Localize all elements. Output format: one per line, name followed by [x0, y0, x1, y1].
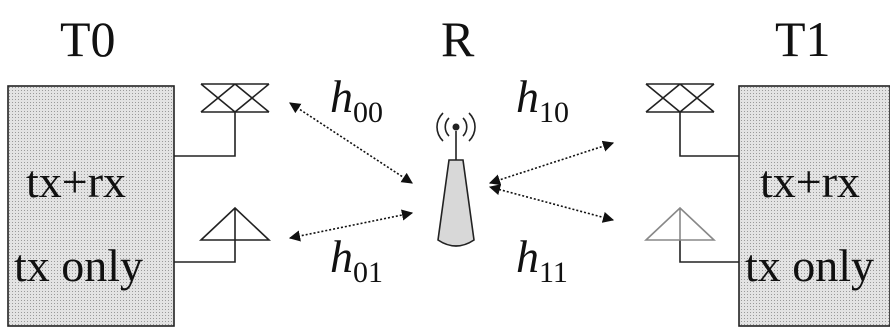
label-h00: h00: [330, 71, 383, 129]
relay-antenna-icon: [436, 112, 476, 247]
t1-txrx-wire: [679, 112, 739, 157]
link-h11-arrow: [488, 184, 615, 223]
t1-title: T1: [775, 11, 831, 67]
t1-txonly-antenna-icon: [643, 206, 717, 241]
t0-box: [7, 85, 175, 327]
t1-antennas: [643, 83, 739, 263]
t1-port-txonly: tx only: [745, 240, 874, 291]
t0-port-txrx: tx+rx: [26, 156, 126, 207]
link-h01-arrow: [288, 209, 414, 242]
terminal-t0: T0 tx+rx tx only: [7, 11, 175, 327]
t1-txrx-antenna-icon: [645, 83, 715, 113]
t1-box: [738, 85, 890, 327]
t0-txonly-wire: [174, 240, 236, 263]
channel-labels: h00 h01 h10 h11: [330, 71, 569, 289]
label-h10: h10: [516, 71, 569, 129]
t1-txonly-wire: [679, 240, 739, 263]
label-h01: h01: [330, 231, 383, 289]
label-h11: h11: [516, 231, 568, 289]
t0-port-txonly: tx only: [14, 240, 143, 291]
channel-links: [288, 102, 615, 242]
t0-txrx-antenna-icon: [200, 83, 270, 113]
terminal-t1: T1 tx+rx tx only: [738, 11, 890, 327]
relay-r: R: [436, 11, 476, 247]
t1-port-txrx: tx+rx: [760, 156, 860, 207]
t0-txonly-antenna-icon: [198, 206, 272, 241]
link-h00-arrow: [289, 102, 413, 184]
link-h10-arrow: [488, 140, 615, 186]
t0-txrx-wire: [174, 112, 236, 157]
relay-title: R: [441, 11, 475, 67]
t0-title: T0: [60, 11, 116, 67]
t0-antennas: [174, 83, 272, 263]
